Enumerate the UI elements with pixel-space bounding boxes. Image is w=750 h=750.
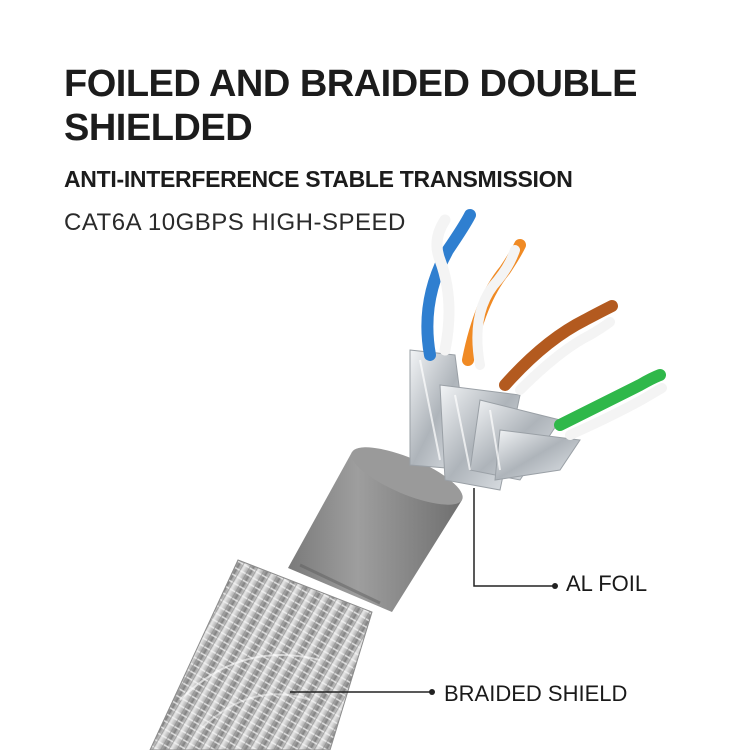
tagline: CAT6A 10GBPS HIGH-SPEED [64, 209, 406, 236]
headline: FOILED AND BRAIDED DOUBLE SHIELDED [64, 63, 637, 149]
twisted-pairs [421, 209, 667, 440]
subheadline: ANTI-INTERFERENCE STABLE TRANSMISSION [64, 166, 573, 192]
al-foil-label: AL FOIL [566, 571, 648, 596]
aluminum-foil [409, 349, 581, 491]
braided-shield [149, 559, 373, 750]
al-foil-leader [473, 488, 558, 589]
cable-jacket [288, 447, 463, 612]
braided-shield-label: BRAIDED SHIELD [444, 681, 628, 706]
braided-shield-leader [290, 689, 435, 695]
